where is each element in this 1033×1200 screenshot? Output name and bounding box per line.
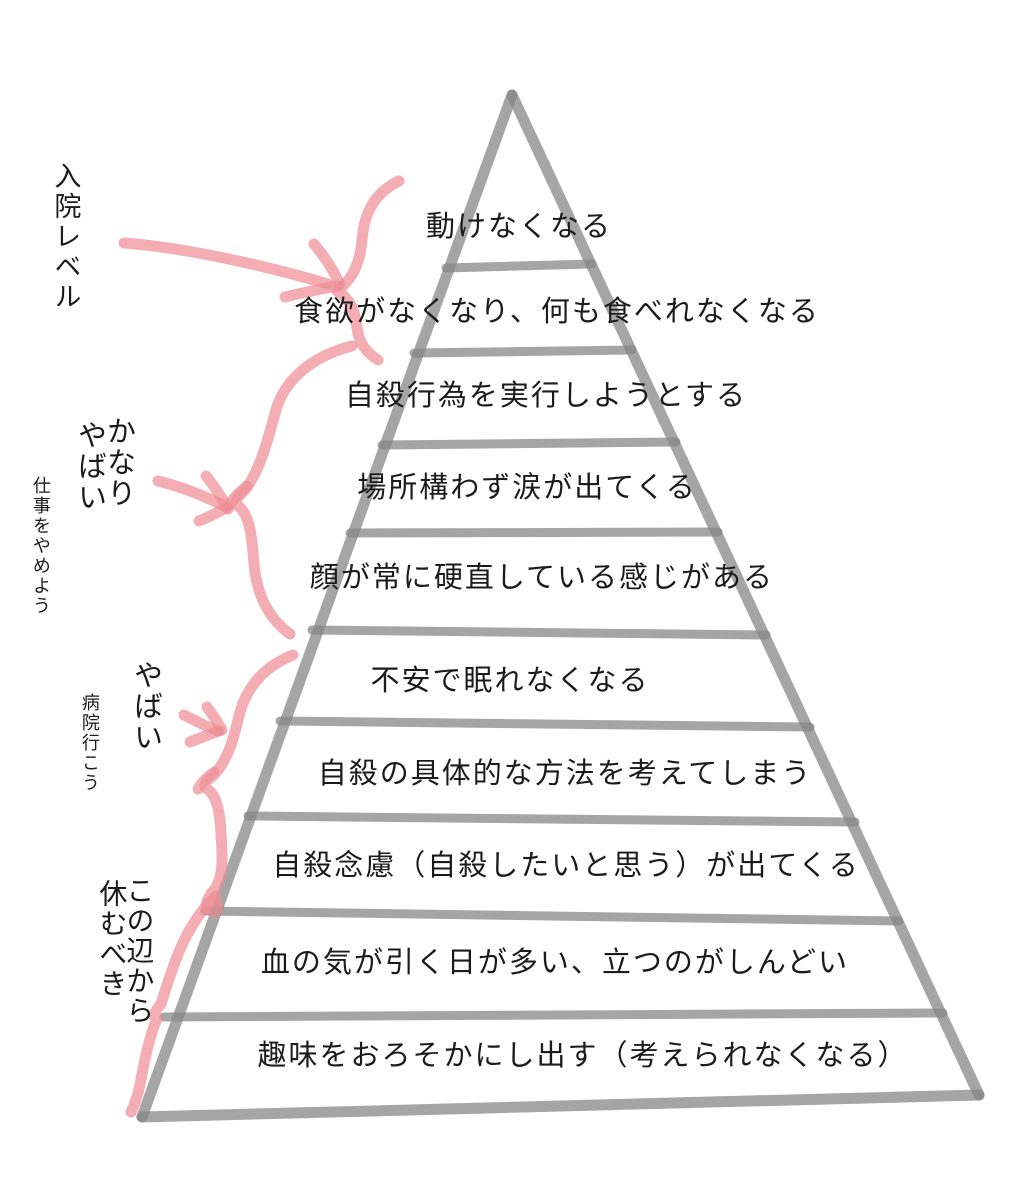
tier-divider-9 (159, 1008, 948, 1022)
tier-divider-1 (441, 259, 597, 273)
rest-squiggle (125, 890, 222, 1118)
tier-label-2: 食欲がなくなり、何も食べれなくなる (294, 294, 820, 328)
tier-divider-3 (377, 437, 681, 450)
annotation-kanari-yabai-col2: やばい (73, 420, 108, 513)
tier-label-10: 趣味をおろそかにし出す（考えられなくなる） (257, 1038, 909, 1072)
tier-label-8: 自殺念慮（自殺したいと思う）が出てくる (272, 848, 860, 882)
annotation-yabai: やばい (129, 660, 164, 753)
tier-divider-4 (345, 527, 723, 538)
tier-divider-2 (409, 345, 637, 358)
tier-divider-7 (243, 811, 860, 827)
tier-label-3: 自殺行為を実行しようとする (344, 378, 748, 412)
hospital-arrow-shaft (118, 237, 334, 290)
yabai-arrow-barb-bottom (184, 725, 225, 748)
annotation-rest-col2: 休むべき (95, 879, 129, 999)
tier-label-4: 場所構わず涙が出てくる (357, 470, 697, 504)
pyramid-base (136, 1089, 985, 1123)
tier-label-7: 自殺の具体的な方法を考えてしまう (317, 756, 813, 790)
tier-divider-6 (275, 716, 815, 732)
tier-label-6: 不安で眠れなくなる (370, 663, 650, 697)
annotation-hospital-level: 入院レベル (49, 162, 81, 312)
tier-label-9: 血の気が引く日が多い、立つのがしんどい (260, 945, 850, 979)
tier-dividers (159, 259, 948, 1022)
tier-label-1: 動けなくなる (425, 209, 613, 243)
annotation-kanari-yabai-col1: かなり (102, 416, 137, 509)
hospital-brace (331, 175, 405, 366)
annotation-rest-col1: この辺から (122, 876, 156, 1026)
yabai-brace-nub (192, 766, 220, 795)
tier-label-5: 顔が常に硬直している感じがある (309, 560, 775, 594)
annotation-go-hospital-note: 病院行こう (78, 693, 100, 793)
annotation-quit-job-note: 仕事をやめよう (29, 476, 51, 616)
tier-divider-5 (307, 625, 771, 640)
tier-divider-8 (200, 906, 904, 926)
kanari-yabai-arrow-barb-bottom (193, 502, 232, 527)
annotation-strokes (118, 175, 405, 1118)
